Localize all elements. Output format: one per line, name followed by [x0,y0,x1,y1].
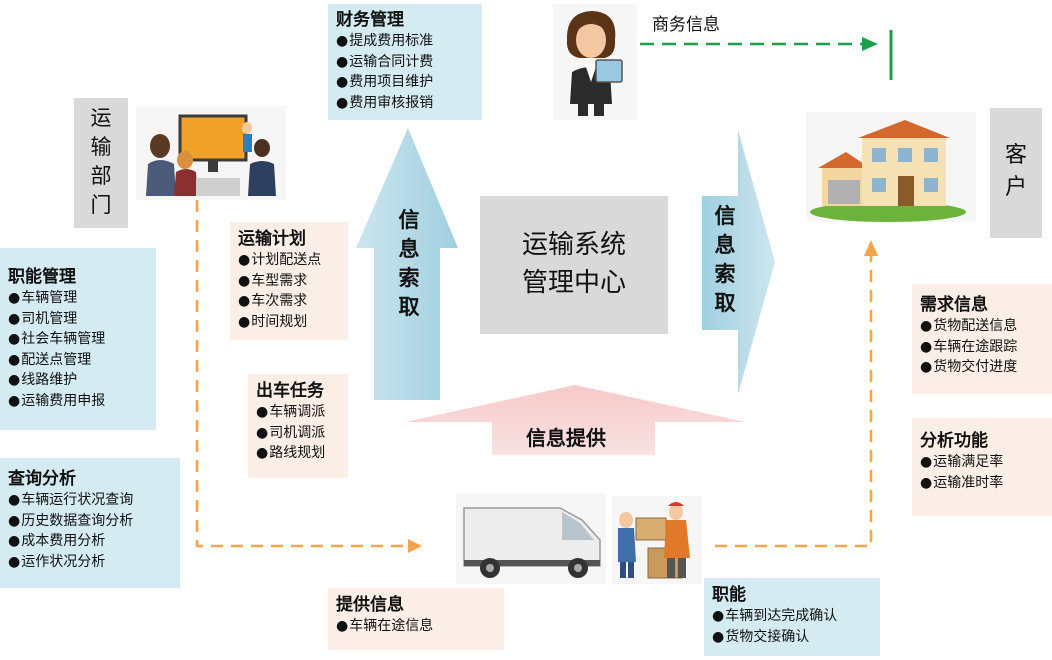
list-item: 计划配送点 [238,250,348,271]
list-item: 车辆调派 [256,402,348,423]
transport-system-center: 运输系统 管理中心 [480,196,668,334]
query-analysis-box: 查询分析 车辆运行状况查询 历史数据查询分析 成本费用分析 运作状况分析 [0,458,180,588]
finance-management-list: 提成费用标准 运输合同计费 费用项目维护 费用审核报销 [336,31,482,113]
office-meeting-illustration [136,106,286,200]
dashed-arrowhead-business [862,37,878,51]
business-info-label: 商务信息 [652,15,720,35]
list-item: 费用审核报销 [336,93,482,114]
center-title-line2: 管理中心 [521,268,626,298]
list-item: 车型需求 [238,271,348,292]
list-item: 配送点管理 [8,350,156,371]
list-item: 路线规划 [256,443,348,464]
left-arrow-label: 信 息 索 取 [392,206,426,322]
list-item: 运输满足率 [920,452,1052,473]
provide-info-title: 提供信息 [336,595,404,615]
bottom-info-arrow [405,385,745,455]
transport-plan-box: 运输计划 计划配送点 车型需求 车次需求 时间规划 [230,222,348,340]
list-item: 提成费用标准 [336,31,482,52]
transport-department-label: 运 输 部 门 [74,98,128,228]
list-item: 车辆到达完成确认 [712,606,880,627]
provide-info-list: 车辆在途信息 [336,616,504,637]
list-item: 货物交付进度 [920,357,1052,378]
analysis-function-list: 运输满足率 运输准时率 [920,452,1052,493]
duties-title: 职能 [712,585,746,605]
transport-plan-list: 计划配送点 车型需求 车次需求 时间规划 [238,250,348,332]
dashed-arrowhead-customer [864,240,878,256]
right-arrow-char: 息 [714,233,736,257]
list-item: 费用项目维护 [336,72,482,93]
list-item: 货物交接确认 [712,627,880,648]
left-info-arrow [356,128,458,400]
query-analysis-title: 查询分析 [8,469,76,489]
provide-info-box: 提供信息 车辆在途信息 [328,588,504,650]
list-item: 成本费用分析 [8,531,180,552]
dispatch-task-box: 出车任务 车辆调派 司机调派 路线规划 [248,374,348,478]
list-item: 车次需求 [238,291,348,312]
function-management-box: 职能管理 车辆管理 司机管理 社会车辆管理 配送点管理 线路维护 运输费用申报 [0,248,156,430]
function-management-list: 车辆管理 司机管理 社会车辆管理 配送点管理 线路维护 运输费用申报 [8,288,156,411]
right-arrow-char: 取 [714,291,736,315]
dashed-arrow-truck-to-customer [715,255,873,548]
list-item: 时间规划 [238,312,348,333]
duties-list: 车辆到达完成确认 货物交接确认 [712,606,880,647]
house-illustration [806,112,976,222]
dashed-arrowhead-truck [408,539,422,553]
transport-dept-char: 门 [90,193,112,217]
dashed-arrow-dept-to-truck [195,200,410,548]
transport-dept-char: 部 [90,164,112,188]
list-item: 车辆在途信息 [336,616,504,637]
businesswoman-illustration [553,4,637,120]
finance-management-title: 财务管理 [336,10,404,30]
dispatch-task-list: 车辆调派 司机调派 路线规划 [256,402,348,464]
function-management-title: 职能管理 [8,267,76,287]
list-item: 司机管理 [8,309,156,330]
duties-box: 职能 车辆到达完成确认 货物交接确认 [704,578,880,656]
center-title-line1: 运输系统 [521,230,626,260]
list-item: 车辆管理 [8,288,156,309]
left-arrow-char: 信 [398,208,420,232]
right-arrow-char: 索 [714,262,736,286]
workers-with-boxes-illustration [612,496,702,584]
left-arrow-char: 息 [398,237,420,261]
list-item: 车辆运行状况查询 [8,490,180,511]
analysis-function-box: 分析功能 运输满足率 运输准时率 [912,418,1052,516]
finance-management-box: 财务管理 提成费用标准 运输合同计费 费用项目维护 费用审核报销 [328,4,482,120]
analysis-function-title: 分析功能 [920,431,988,451]
left-arrow-char: 取 [398,295,420,319]
list-item: 社会车辆管理 [8,329,156,350]
query-analysis-list: 车辆运行状况查询 历史数据查询分析 成本费用分析 运作状况分析 [8,490,180,572]
transport-dept-char: 输 [90,135,112,159]
right-arrow-char: 信 [714,204,736,228]
customer-char: 客 [1004,143,1027,168]
list-item: 运输合同计费 [336,52,482,73]
right-arrow-label: 信 息 索 取 [708,202,742,318]
transport-plan-title: 运输计划 [238,229,306,249]
customer-char: 户 [1004,175,1027,200]
demand-info-box: 需求信息 货物配送信息 车辆在途跟踪 货物交付进度 [912,284,1052,394]
list-item: 运作状况分析 [8,552,180,573]
list-item: 线路维护 [8,370,156,391]
list-item: 运输费用申报 [8,391,156,412]
list-item: 车辆在途跟踪 [920,337,1052,358]
list-item: 运输准时率 [920,473,1052,494]
demand-info-title: 需求信息 [920,295,988,315]
bottom-arrow-label: 信息提供 [526,426,606,450]
transport-dept-char: 运 [90,106,112,130]
left-arrow-char: 索 [398,266,420,290]
demand-info-list: 货物配送信息 车辆在途跟踪 货物交付进度 [920,316,1052,378]
right-info-arrow [702,130,775,394]
list-item: 货物配送信息 [920,316,1052,337]
list-item: 历史数据查询分析 [8,511,180,532]
delivery-truck-illustration [456,494,606,584]
list-item: 司机调派 [256,423,348,444]
customer-label: 客 户 [990,108,1042,238]
dispatch-task-title: 出车任务 [256,381,324,401]
